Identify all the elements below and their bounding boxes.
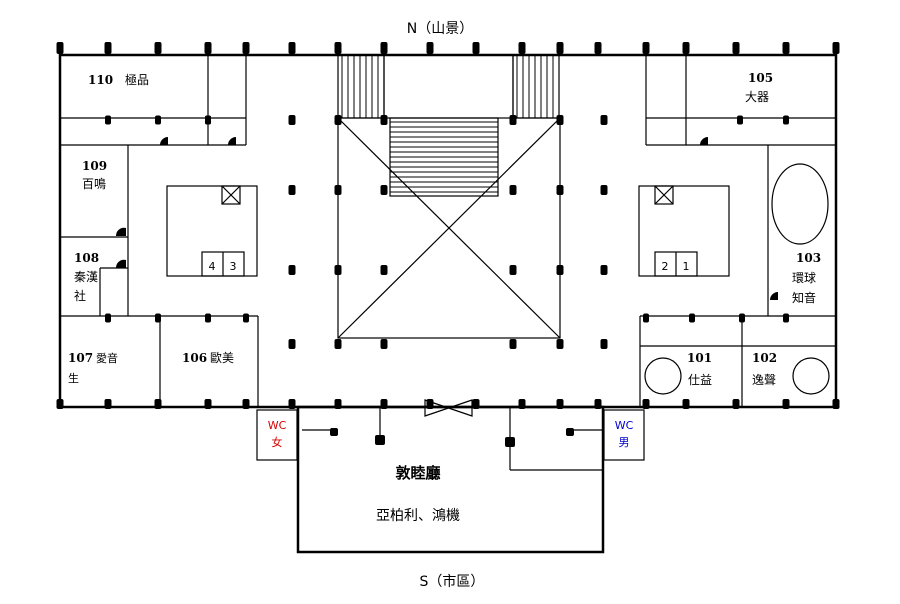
room-107-name-2: 生 (68, 371, 79, 385)
hall-sponsors: 亞柏利、鴻機 (376, 508, 460, 524)
stair-treads (341, 55, 554, 193)
entrance-symbol (424, 399, 473, 417)
elevator-3: 3 (230, 260, 237, 273)
room-101-round-feature (644, 357, 682, 395)
room-103-number: 103 (796, 251, 821, 265)
north-label: N（山景） (407, 21, 473, 37)
restroom-women-code: WC (268, 419, 287, 432)
building-outline (58, 53, 838, 409)
room-108-number: 108 (74, 251, 99, 265)
room-103-name-2: 知音 (792, 290, 816, 305)
room-110-name: 極品 (125, 72, 149, 87)
north-stair-left (337, 54, 385, 119)
room-109-number: 109 (82, 159, 107, 173)
room-103-name-1: 環球 (792, 271, 816, 285)
room-108-name-1: 秦漢 (74, 270, 98, 284)
restroom-men-label: 男 (619, 436, 630, 449)
room-107-number: 107 (68, 351, 93, 365)
restroom-men-box (603, 409, 645, 461)
room-101-number: 101 (687, 351, 712, 365)
room-110-number: 110 (88, 73, 113, 87)
room-106-name: 歐美 (210, 350, 234, 365)
restroom-women-box (256, 409, 298, 461)
elevator-2: 2 (662, 260, 669, 273)
room-103-round-feature (771, 163, 829, 245)
room-105-name: 大器 (745, 90, 769, 104)
room-102-round-feature (792, 357, 830, 395)
south-label: S（市區） (420, 573, 485, 590)
room-102-number: 102 (752, 351, 777, 365)
room-101-name: 仕益 (688, 373, 712, 387)
columns (56, 42, 840, 447)
room-106-number: 106 (182, 351, 207, 365)
room-102-name: 逸聲 (752, 372, 776, 387)
north-stair-right (512, 54, 560, 119)
door-swings (115, 137, 778, 300)
room-107-name-1: 愛音 (96, 351, 118, 365)
elevator-1: 1 (683, 260, 690, 273)
room-109-name: 百鳴 (82, 177, 106, 191)
room-108-name-2: 社 (74, 288, 86, 303)
restroom-men-code: WC (615, 419, 634, 432)
hall-name: 敦睦廳 (395, 464, 440, 482)
restroom-women-label: 女 (272, 435, 283, 449)
elevator-4: 4 (209, 260, 216, 273)
room-105-number: 105 (748, 71, 773, 85)
hall-outline (296, 405, 605, 554)
